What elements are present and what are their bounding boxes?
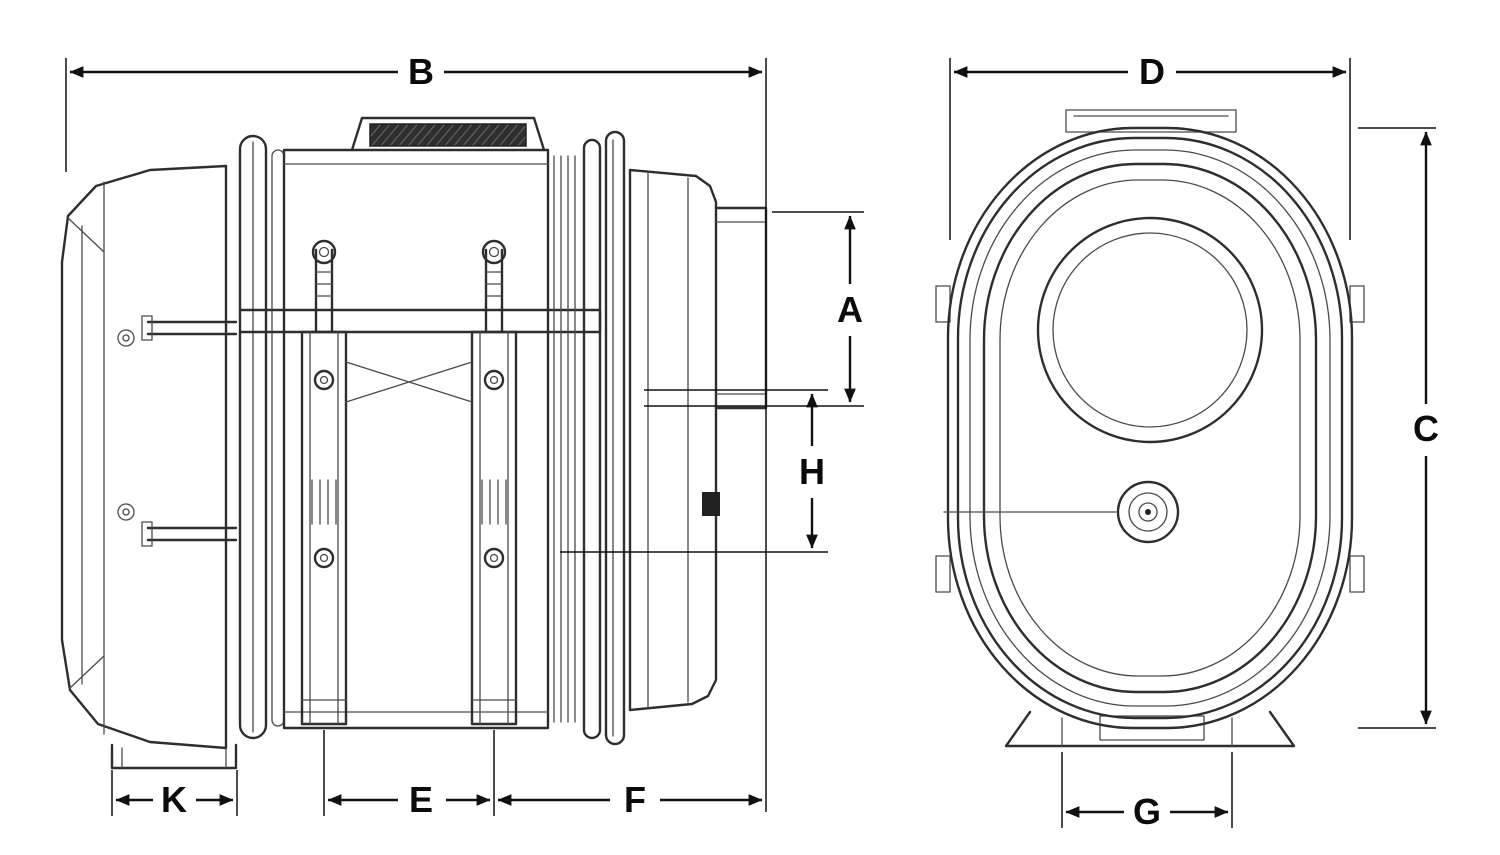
dimension-E: E <box>323 730 495 820</box>
left-flange-ring <box>238 134 285 740</box>
outlet-tube <box>714 206 768 410</box>
cross-brace <box>345 361 473 403</box>
bolt-hole <box>313 369 335 391</box>
dim-label-G: G <box>1133 791 1161 832</box>
dim-label-E: E <box>409 779 433 820</box>
mounting-rail <box>238 308 602 334</box>
dim-label-C: C <box>1413 408 1439 449</box>
body-barrel <box>282 148 550 730</box>
dimension-C: C <box>1358 127 1439 729</box>
t-bolt-latch <box>311 239 337 334</box>
dim-label-B: B <box>408 51 434 92</box>
cap-hole-lower <box>117 503 135 521</box>
clamp-band-2 <box>470 239 518 726</box>
sensor-port <box>702 492 720 516</box>
clamp-band-1 <box>300 239 348 726</box>
dim-label-A: A <box>837 289 863 330</box>
bolt-hole <box>313 547 335 569</box>
dimension-A: A <box>644 211 864 407</box>
intake-grill <box>369 123 527 147</box>
dimension-F: F <box>497 779 763 820</box>
bolt-hole <box>483 547 505 569</box>
end-view <box>935 109 1365 748</box>
t-bolt-latch <box>481 239 507 334</box>
dimension-K: K <box>111 770 238 820</box>
left-end-cap <box>60 164 238 750</box>
mounting-rods <box>146 320 238 542</box>
intake-hood <box>350 116 546 152</box>
right-flange-ring <box>582 130 626 746</box>
inlet-circle <box>1036 216 1264 444</box>
cap-hole-upper <box>117 329 135 347</box>
dim-label-F: F <box>624 779 646 820</box>
dim-label-K: K <box>161 779 187 820</box>
top-tab <box>1065 109 1237 133</box>
dimension-D: D <box>949 51 1351 240</box>
side-view <box>60 116 768 770</box>
dimension-G: G <box>1061 752 1233 832</box>
dim-label-H: H <box>799 451 825 492</box>
right-end-cap <box>628 168 718 712</box>
bottom-skirt <box>1004 710 1296 748</box>
corrugations <box>553 155 576 723</box>
bottom-outlet-stub <box>110 743 238 770</box>
center-fastener <box>1116 480 1180 544</box>
dimension-H: H <box>560 389 828 553</box>
dimension-B: B <box>65 51 767 812</box>
dim-label-D: D <box>1139 51 1165 92</box>
housing-outline <box>946 126 1354 730</box>
bolt-hole <box>483 369 505 391</box>
